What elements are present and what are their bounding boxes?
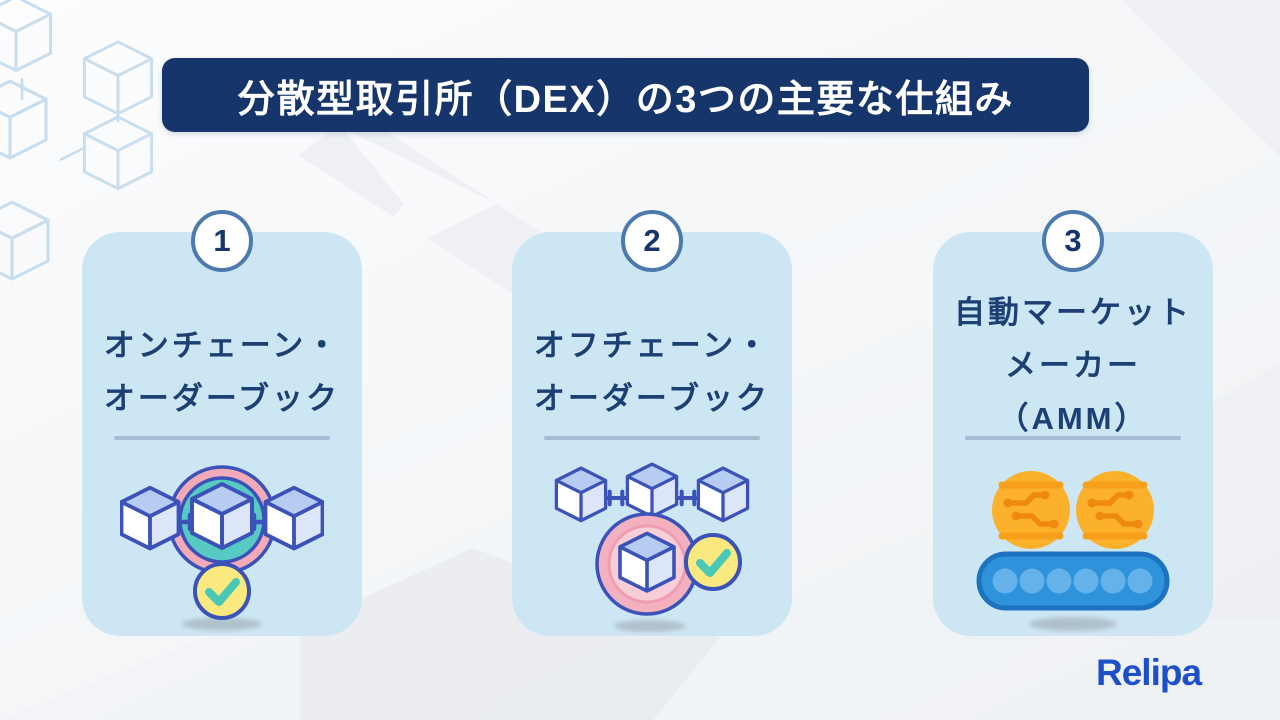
card-2-heading-line-1: オフチェーン・ [533, 328, 771, 363]
card-3-icon-wrap [971, 456, 1175, 641]
card-offchain-orderbook: 2 オフチェーン・ オーダーブック [512, 210, 792, 636]
card-2-icon-wrap [550, 456, 754, 641]
amm-coins-conveyor-icon [976, 471, 1170, 631]
card-3-heading-line-1: 自動マーケット [954, 295, 1192, 330]
card-1-heading: オンチェーン・ オーダーブック [82, 319, 362, 425]
background-triangle-top-right [1121, 0, 1280, 157]
number-badge-3-label: 3 [1064, 223, 1082, 258]
card-1-icon-wrap [119, 456, 325, 641]
number-badge-3: 3 [1042, 210, 1104, 272]
number-badge-1-label: 1 [213, 223, 231, 258]
relipa-logo: Relipa [1096, 652, 1202, 693]
card-1-heading-line-2: オーダーブック [103, 381, 341, 416]
card-3-heading: 自動マーケット メーカー （AMM） [933, 286, 1213, 445]
card-amm: 3 自動マーケット メーカー （AMM） [933, 210, 1213, 636]
card-1-divider [114, 436, 330, 440]
page-title-text: 分散型取引所（DEX）の3つの主要な仕組み [237, 78, 1014, 121]
card-3-heading-line-2: メーカー [1005, 348, 1141, 383]
number-badge-2: 2 [621, 210, 683, 272]
card-2-divider [544, 436, 760, 440]
card-3-heading-line-3: （AMM） [997, 401, 1149, 436]
offchain-orderbook-cubes-ring-check-icon [554, 462, 750, 632]
number-badge-1: 1 [191, 210, 253, 272]
card-onchain-orderbook: 1 オンチェーン・ オーダーブック [82, 210, 362, 636]
page-title: 分散型取引所（DEX）の3つの主要な仕組み [162, 58, 1089, 132]
card-2-heading-line-2: オーダーブック [533, 381, 771, 416]
card-1-heading-line-1: オンチェーン・ [103, 328, 341, 363]
number-badge-2-label: 2 [643, 223, 661, 258]
onchain-orderbook-cubes-magnifier-check-icon [119, 465, 325, 631]
card-3-divider [965, 436, 1181, 440]
card-2-heading: オフチェーン・ オーダーブック [512, 319, 792, 425]
blockchain-wireframe-cubes-decoration [0, 0, 154, 281]
